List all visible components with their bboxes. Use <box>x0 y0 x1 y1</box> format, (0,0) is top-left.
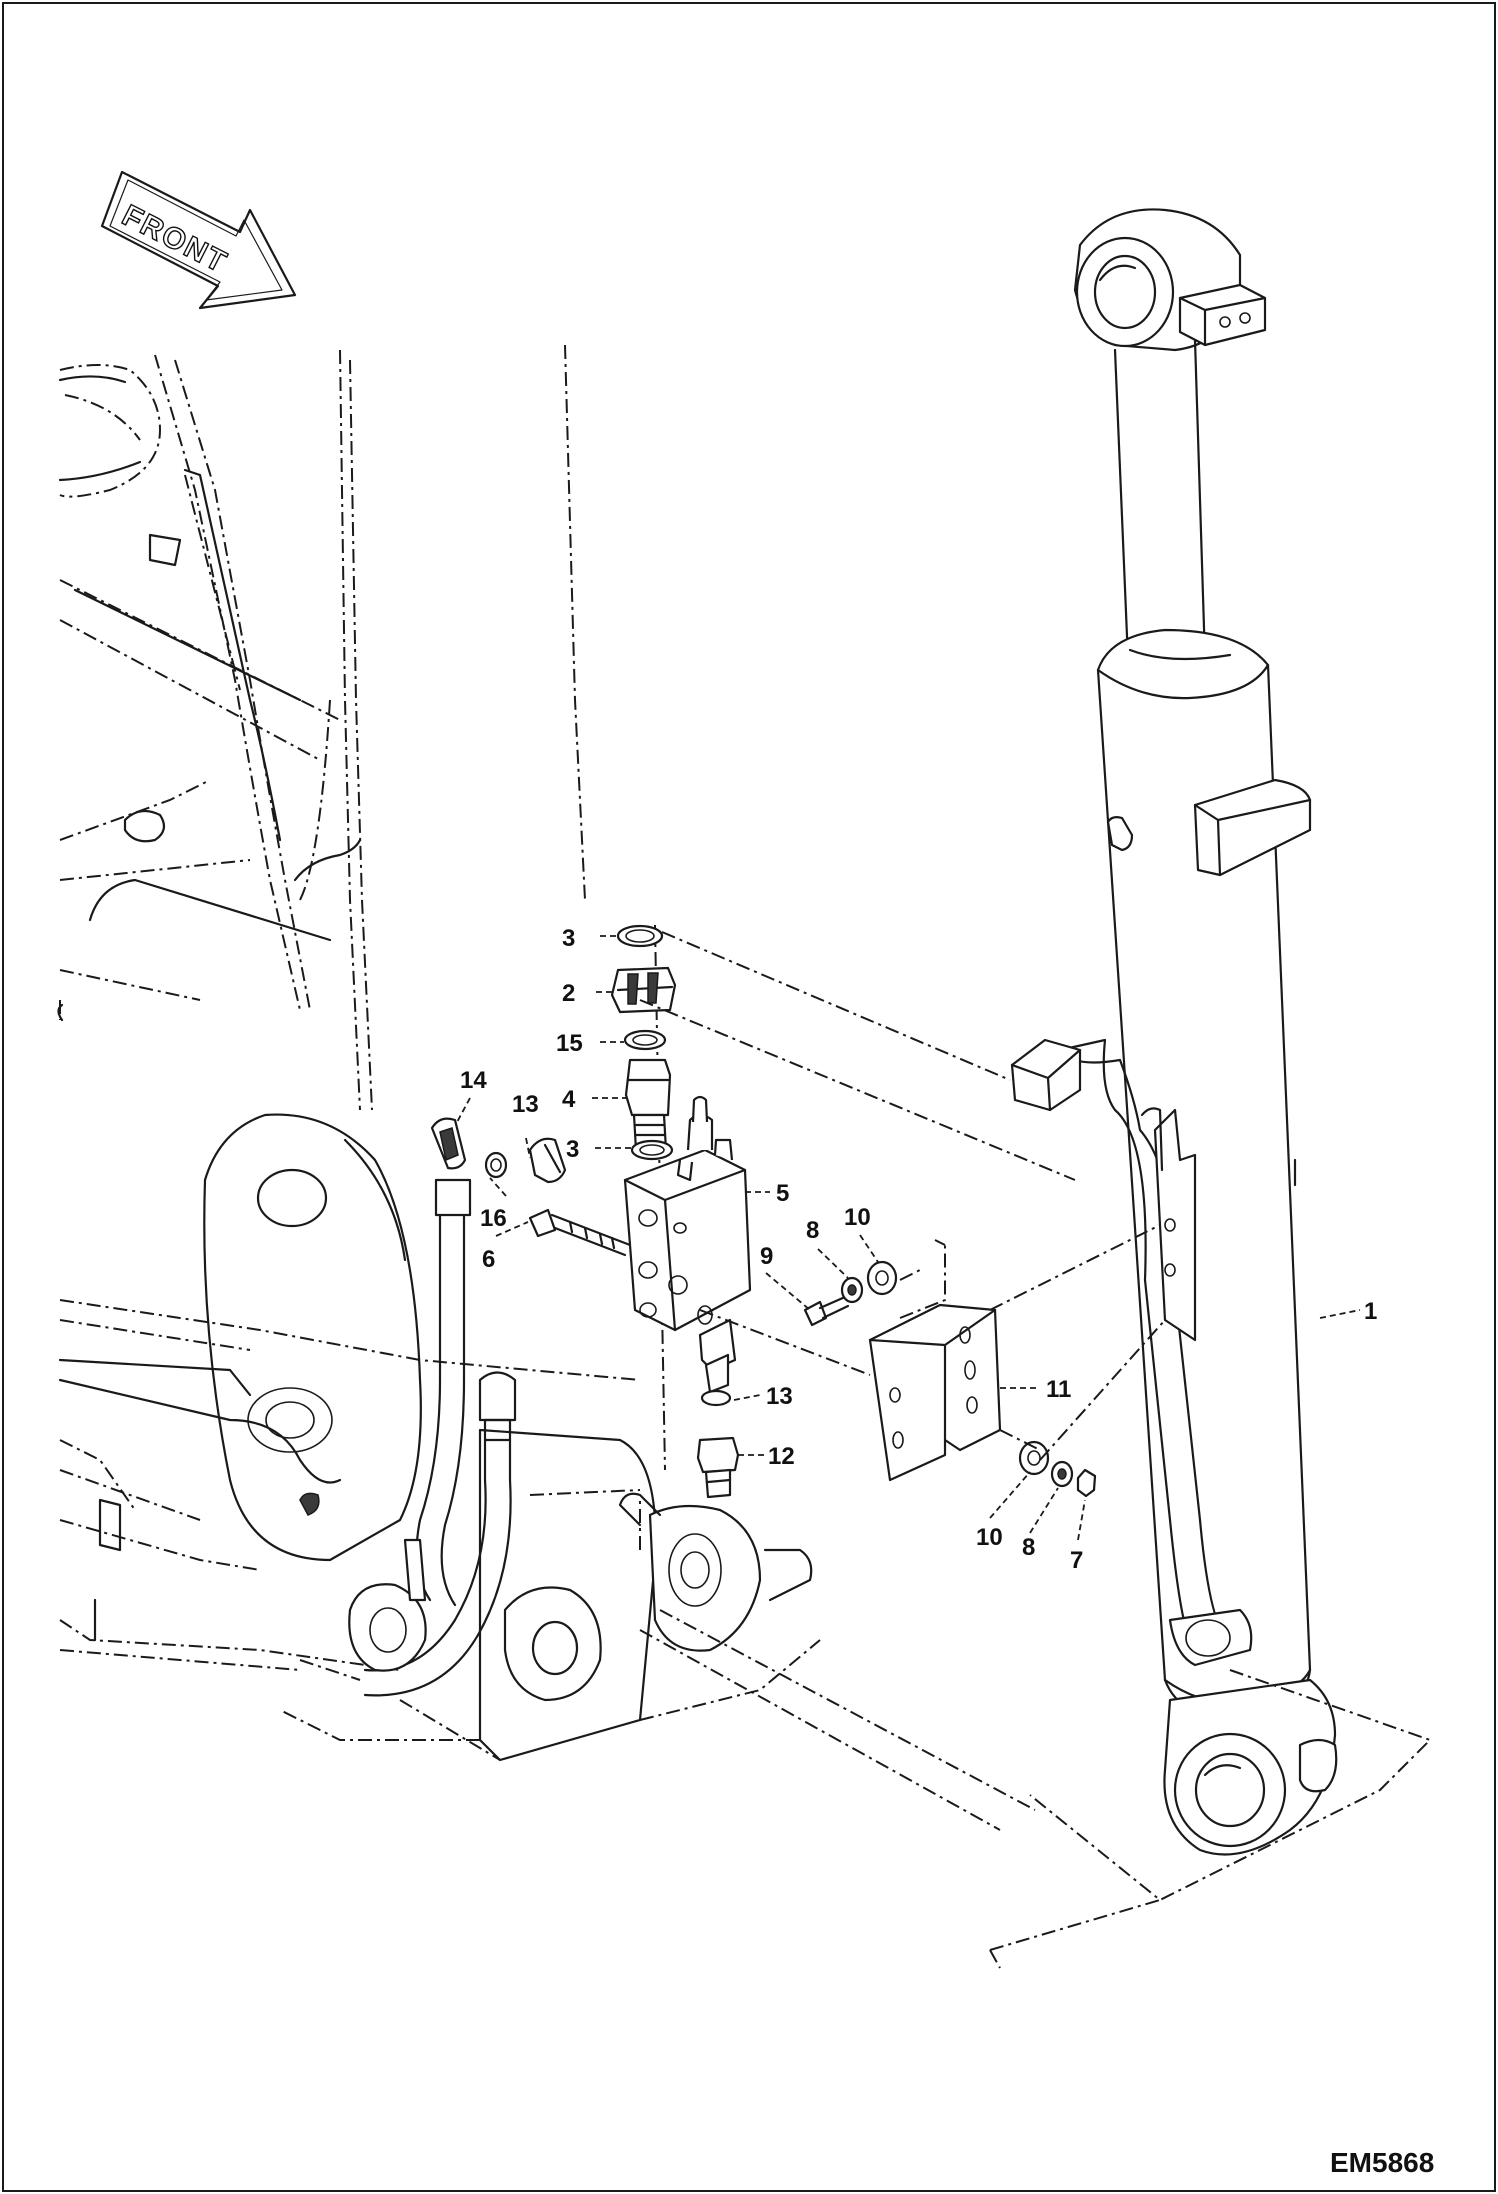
hydraulic-cylinder <box>989 208 1432 1969</box>
callout-8: 8 <box>806 1217 819 1244</box>
callout-5: 5 <box>776 1180 789 1207</box>
callout-leaders <box>455 935 1361 1541</box>
callout-14: 14 <box>460 1067 487 1094</box>
callout-3: 3 <box>562 925 575 952</box>
callout-11: 11 <box>1046 1376 1071 1403</box>
callout-4: 4 <box>562 1086 576 1113</box>
callout-10: 10 <box>844 1204 871 1231</box>
callout-3: 3 <box>566 1136 579 1163</box>
front-direction-arrow: FRONT <box>100 170 297 310</box>
boom-and-swing-frame <box>57 344 1036 1831</box>
callout-1: 1 <box>1364 1298 1377 1325</box>
callout-7: 7 <box>1070 1547 1083 1574</box>
callout-9: 9 <box>760 1243 773 1270</box>
callout-numbers: 1 2 3 3 4 5 6 7 8 8 9 10 10 11 12 13 13 … <box>460 925 1377 1574</box>
callout-12: 12 <box>768 1443 795 1470</box>
hose-burst-valve-assembly <box>430 924 1166 1499</box>
callout-15: 15 <box>556 1030 583 1057</box>
callout-13: 13 <box>766 1383 793 1410</box>
drawing-reference-code: EM5868 <box>1330 2147 1434 2178</box>
callout-2: 2 <box>562 980 575 1007</box>
callout-16: 16 <box>480 1205 507 1232</box>
callout-10: 10 <box>976 1524 1003 1551</box>
callout-13: 13 <box>512 1091 539 1118</box>
callout-6: 6 <box>482 1246 495 1273</box>
callout-8: 8 <box>1022 1534 1035 1561</box>
